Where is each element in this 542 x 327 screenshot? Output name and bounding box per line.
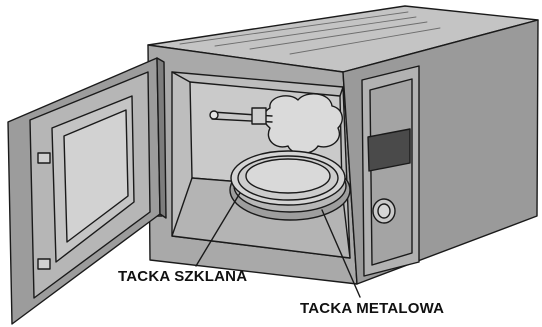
display-window-icon bbox=[368, 129, 410, 171]
metal-tray-label: TACKA METALOWA bbox=[300, 301, 444, 316]
door-latch-upper-icon bbox=[38, 153, 50, 163]
glass-tray-label: TACKA SZKLANA bbox=[118, 269, 247, 284]
control-panel-inner bbox=[370, 79, 412, 265]
door-latch-lower-icon bbox=[38, 259, 50, 269]
glass-tray-center bbox=[246, 159, 330, 193]
control-knob-center bbox=[378, 204, 390, 218]
